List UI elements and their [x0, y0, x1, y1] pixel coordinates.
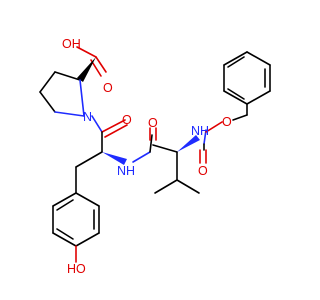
bond-val-me1 — [154, 179, 178, 194]
molecule-structure: OH O N O NH O NH O O HO — [39, 37, 271, 276]
atom-label-proline-amide-o: O — [122, 113, 132, 127]
bond-val-me2 — [176, 179, 200, 194]
bond-ester-ch2 — [232, 114, 248, 121]
bond-bz-ring-6 — [223, 90, 248, 105]
bond-n-amide-c — [91, 115, 103, 133]
bond-pro-ring-4 — [54, 111, 85, 117]
atom-label-ester-o: O — [222, 115, 232, 129]
atom-label-phenol-ho: HO — [67, 262, 86, 276]
bond-pro-ring-5 — [79, 79, 85, 117]
atom-label-proline-n: N — [83, 110, 92, 124]
bond-pro-ring-1 — [54, 71, 81, 81]
atom-label-carboxyl-o: O — [103, 81, 113, 95]
atom-label-carbamate-o: O — [198, 164, 208, 178]
bond-val-c — [149, 134, 153, 153]
bond-pro-ring-3 — [39, 91, 56, 113]
bond-tyr-ring-4 — [52, 232, 77, 247]
bond-carbamate-ester-o — [205, 121, 223, 133]
wedge-val-nh — [177, 135, 200, 152]
bond-amide-co-1 — [101, 119, 126, 133]
wedge-tyr-nh — [102, 152, 127, 165]
bond-val-alpha — [152, 144, 178, 153]
bond-tyr-ring-d3 — [56, 199, 74, 211]
bond-c-oh — [76, 46, 97, 58]
atom-label-cbz-nh: NH — [191, 124, 209, 138]
bond-tyr-ring-6 — [52, 192, 77, 207]
bond-tyr-ch2 — [75, 151, 103, 168]
bond-pro-ring-2 — [39, 71, 56, 93]
bond-bz-ring-3 — [246, 51, 271, 66]
atom-labels: OH O N O NH O NH O O HO — [62, 37, 232, 276]
atom-label-tyr-nh: NH — [117, 164, 135, 178]
bond-tyr-ring-3 — [75, 232, 100, 247]
bond-bz-ring-d3 — [227, 88, 245, 100]
atom-label-carboxyl-oh: OH — [62, 37, 81, 51]
atom-label-val-amide-o: O — [148, 116, 158, 130]
bond-tyr-ring-d2 — [56, 228, 74, 240]
bond-nh-val-c — [132, 151, 151, 163]
bond-network — [39, 46, 271, 263]
bond-bz-ring-d2 — [227, 56, 245, 68]
bond-c-o-double-1 — [95, 56, 107, 73]
bond-amide-co-2 — [104, 124, 128, 138]
bond-bz-ring-4 — [223, 51, 248, 66]
bond-bz-ring-1 — [246, 90, 271, 105]
wedge-proline-alpha — [77, 57, 96, 82]
bond-tyr-ring-1 — [75, 192, 100, 207]
